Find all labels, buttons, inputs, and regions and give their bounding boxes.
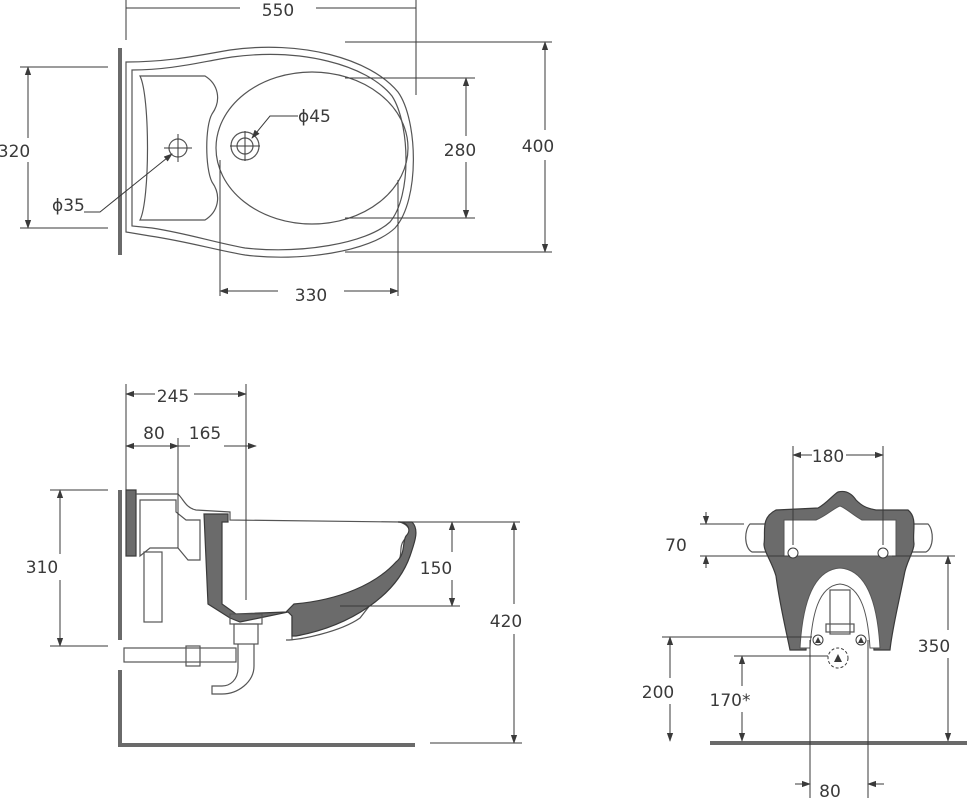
dim-150-label: 150 bbox=[420, 559, 452, 579]
valve-left-arrow-icon bbox=[815, 637, 821, 643]
front-basin-rim bbox=[783, 505, 897, 557]
dim-80b-label: 80 bbox=[819, 782, 841, 800]
tap-stem bbox=[143, 551, 163, 623]
basin-upper-outline bbox=[136, 493, 413, 641]
dim-280-label: 280 bbox=[444, 141, 476, 161]
top-view-bowl bbox=[215, 71, 409, 225]
waste-outlet-arrow-icon bbox=[834, 654, 842, 662]
dim-550-label: 550 bbox=[262, 1, 294, 21]
side-view: 245 80 165 310 150 420 bbox=[26, 384, 522, 747]
valve-right-arrow-icon bbox=[858, 637, 864, 643]
top-view-tap-deck bbox=[139, 75, 219, 221]
dim-330-label: 330 bbox=[295, 286, 327, 306]
waste-pipe-joint bbox=[185, 645, 201, 667]
front-wing-left bbox=[745, 523, 767, 553]
tap-hole-leader bbox=[84, 153, 173, 213]
dim-180-label: 180 bbox=[812, 447, 844, 467]
trap-pipe bbox=[211, 644, 255, 695]
front-view: 180 70 350 200 170* 80 bbox=[642, 446, 967, 800]
dim-70-label: 70 bbox=[665, 536, 687, 556]
mounting-hole-left-icon bbox=[787, 547, 799, 559]
basin-section bbox=[125, 489, 137, 557]
dim-165-label: 165 bbox=[189, 424, 221, 444]
dim-400-label: 400 bbox=[522, 137, 554, 157]
waste-pipe bbox=[123, 647, 237, 663]
side-view-wall-floor bbox=[118, 670, 415, 747]
dim-420-label: 420 bbox=[490, 612, 522, 632]
dim-170-label: 170* bbox=[710, 691, 751, 711]
top-view-body-outline bbox=[125, 46, 414, 258]
tap-deck-section bbox=[139, 499, 201, 561]
front-drain-cap bbox=[825, 623, 855, 633]
drain-body bbox=[233, 623, 259, 645]
dim-245-label: 245 bbox=[157, 387, 189, 407]
dim-310-label: 310 bbox=[26, 558, 58, 578]
dim-320-label: 320 bbox=[0, 142, 30, 162]
dim-80-label: 80 bbox=[143, 424, 165, 444]
top-view: 550 320 280 400 330 ϕ45 ϕ35 bbox=[0, 0, 554, 306]
front-drain-pipe bbox=[829, 589, 851, 635]
dim-phi35-label: ϕ35 bbox=[52, 196, 85, 216]
dim-200-label: 200 bbox=[642, 683, 674, 703]
basin-wall-section bbox=[203, 513, 417, 637]
dim-350-label: 350 bbox=[918, 637, 950, 657]
drain-leader bbox=[251, 115, 298, 139]
front-wing-right bbox=[911, 523, 933, 553]
top-view-rim-outline bbox=[131, 53, 407, 251]
dim-phi45-label: ϕ45 bbox=[298, 107, 331, 127]
mounting-hole-right-icon bbox=[877, 547, 889, 559]
front-arch-inner bbox=[799, 567, 881, 649]
